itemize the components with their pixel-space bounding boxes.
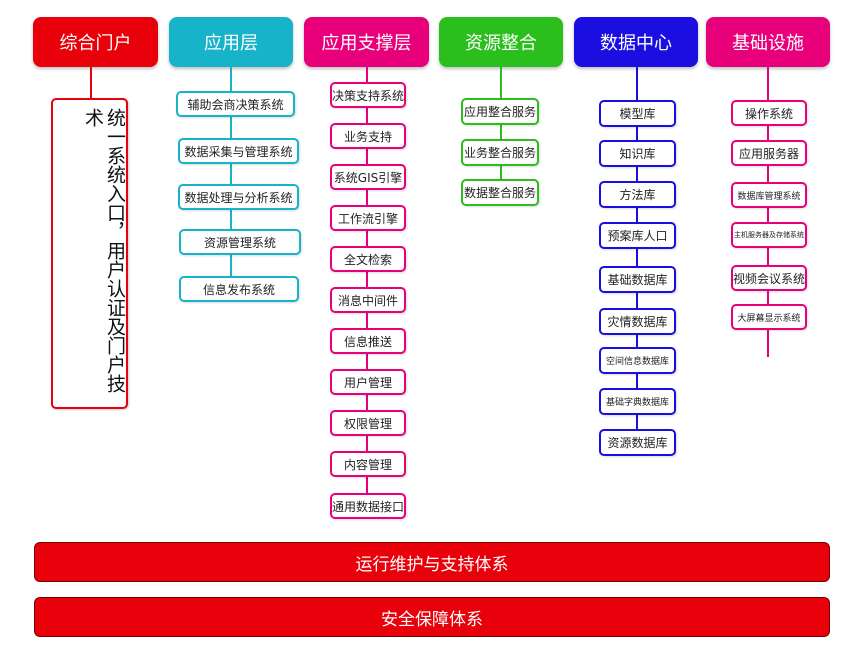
application-connector <box>230 67 232 289</box>
datacenter-item: 模型库 <box>599 100 676 127</box>
ops-support-bar: 运行维护与支持体系 <box>34 542 830 582</box>
application-item: 数据处理与分析系统 <box>178 184 299 210</box>
support-item: 权限管理 <box>330 410 406 436</box>
portal-description: 统一系统入口，用户认证及门户技术 <box>82 108 126 393</box>
datacenter-connector <box>636 67 638 442</box>
support-item: 通用数据接口 <box>330 493 406 519</box>
support-item: 工作流引擎 <box>330 205 406 231</box>
datacenter-item: 方法库 <box>599 181 676 208</box>
datacenter-item: 灾情数据库 <box>599 308 676 335</box>
integration-item: 数据整合服务 <box>461 179 539 206</box>
support-item: 决策支持系统 <box>330 82 406 108</box>
infra-item: 大屏幕显示系统 <box>731 304 807 330</box>
integration-item: 应用整合服务 <box>461 98 539 125</box>
datacenter-item: 资源数据库 <box>599 429 676 456</box>
datacenter-item: 预案库人口 <box>599 222 676 249</box>
header-datacenter: 数据中心 <box>574 17 698 67</box>
datacenter-item: 基础数据库 <box>599 266 676 293</box>
security-bar: 安全保障体系 <box>34 597 830 637</box>
integration-item: 业务整合服务 <box>461 139 539 166</box>
support-item: 信息推送 <box>330 328 406 354</box>
support-item: 内容管理 <box>330 451 406 477</box>
header-application: 应用层 <box>169 17 293 67</box>
infra-item: 视频会议系统 <box>731 265 807 291</box>
application-item: 数据采集与管理系统 <box>178 138 299 164</box>
application-item: 资源管理系统 <box>179 229 301 255</box>
infra-connector <box>767 67 769 357</box>
support-item: 消息中间件 <box>330 287 406 313</box>
support-item: 业务支持 <box>330 123 406 149</box>
datacenter-item: 空间信息数据库 <box>599 347 676 374</box>
header-infra: 基础设施 <box>706 17 830 67</box>
header-integration: 资源整合 <box>439 17 563 67</box>
infra-item: 应用服务器 <box>731 140 807 166</box>
datacenter-item: 基础字典数据库 <box>599 388 676 415</box>
integration-connector <box>500 67 502 192</box>
infra-item: 数据库管理系统 <box>731 182 807 208</box>
header-portal: 综合门户 <box>33 17 158 67</box>
datacenter-item: 知识库 <box>599 140 676 167</box>
application-item: 辅助会商决策系统 <box>176 91 295 117</box>
support-item: 用户管理 <box>330 369 406 395</box>
support-item: 系统GIS引擎 <box>330 164 406 190</box>
application-item: 信息发布系统 <box>179 276 299 302</box>
support-item: 全文检索 <box>330 246 406 272</box>
infra-item: 主机服务器及存储系统 <box>731 222 807 248</box>
header-support: 应用支撑层 <box>304 17 429 67</box>
infra-item: 操作系统 <box>731 100 807 126</box>
portal-connector <box>90 67 92 99</box>
portal-description-box: 统一系统入口，用户认证及门户技术 <box>51 98 128 409</box>
